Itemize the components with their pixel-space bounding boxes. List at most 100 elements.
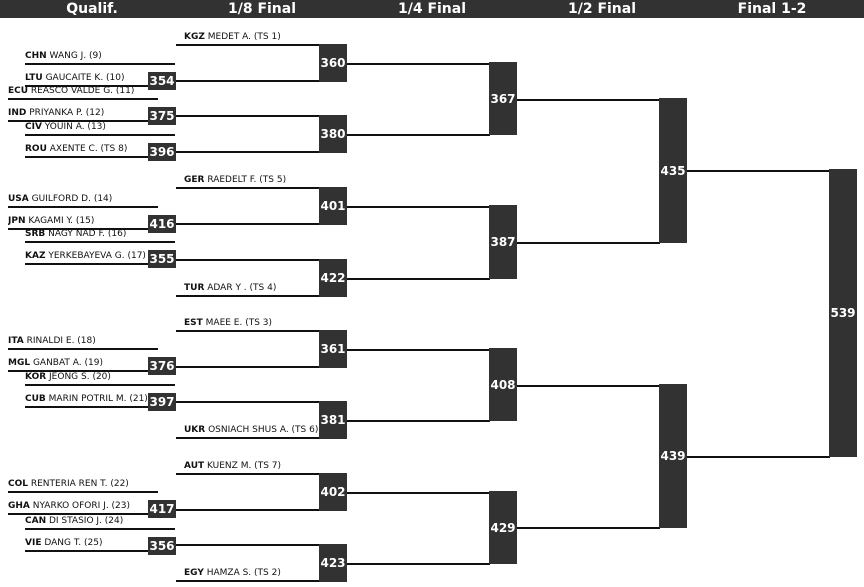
country-code: ROU <box>25 144 47 154</box>
qualif-score-box: 416 <box>148 215 176 233</box>
qualif-entry: GHA NYARKO OFORI J. (23) <box>8 501 133 512</box>
qualif-entry: MGL GANBAT A. (19) <box>8 358 133 369</box>
qualif-line <box>25 241 175 243</box>
country-code: VIE <box>25 538 42 548</box>
r16-line <box>176 437 346 439</box>
qualif-entry: CHN WANG J. (9) <box>25 51 165 62</box>
round-label-qf: 1/4 Final <box>397 1 467 17</box>
r16-line <box>176 473 346 475</box>
country-code: ITA <box>8 336 24 346</box>
athlete-name: MARIN POTRIL M. (21) <box>45 394 148 404</box>
athlete-name: ADAR Y . (TS 4) <box>204 283 277 293</box>
qualif-line <box>8 98 158 100</box>
qf-score-box: 408 <box>489 348 517 421</box>
qf-line <box>347 278 490 280</box>
athlete-name: HAMZA S. (TS 2) <box>203 568 281 578</box>
qualif-line <box>25 528 175 530</box>
country-code: LTU <box>25 73 43 83</box>
country-code: MGL <box>8 358 31 368</box>
athlete-name: JEONG S. (20) <box>46 372 111 382</box>
final-line <box>687 170 830 172</box>
athlete-name: RINALDI E. (18) <box>23 336 96 346</box>
qualif-line <box>8 348 158 350</box>
qualif-line <box>8 491 158 493</box>
r16-line <box>176 115 346 117</box>
athlete-name: DI STASIO J. (24) <box>46 516 124 526</box>
r16-entry: AUT KUENZ M. (TS 7) <box>184 461 324 472</box>
qualif-score-box: 397 <box>148 393 176 411</box>
athlete-name: MEDET A. (TS 1) <box>204 32 281 42</box>
athlete-name: GANBAT A. (19) <box>30 358 103 368</box>
qf-line <box>347 349 490 351</box>
country-code: EGY <box>184 568 204 578</box>
round-label-final: Final 1-2 <box>737 1 807 17</box>
qualif-line <box>25 156 175 158</box>
country-code: JPN <box>8 216 26 226</box>
qualif-entry: KAZ YERKEBAYEVA G. (17) <box>25 251 150 262</box>
qualif-line <box>8 228 158 230</box>
country-code: CIV <box>25 122 42 132</box>
qualif-entry: ROU AXENTE C. (TS 8) <box>25 144 150 155</box>
athlete-name: RAEDELT F. (TS 5) <box>204 175 287 185</box>
qualif-entry: VIE DANG T. (25) <box>25 538 150 549</box>
qualif-line <box>25 550 175 552</box>
qualif-entry: ECU REASCO VALDE G. (11) <box>8 86 148 97</box>
sf-score-box: 439 <box>659 384 687 528</box>
country-code: CHN <box>25 51 47 61</box>
country-code: USA <box>8 194 29 204</box>
sf-score-box: 435 <box>659 98 687 243</box>
round-header-bar: Qualif. 1/8 Final 1/4 Final 1/2 Final Fi… <box>0 0 864 18</box>
qualif-entry: COL RENTERIA REN T. (22) <box>8 479 148 490</box>
country-code: TUR <box>184 283 205 293</box>
country-code: KOR <box>25 372 47 382</box>
athlete-name: YERKEBAYEVA G. (17) <box>45 251 146 261</box>
country-code: UKR <box>184 425 206 435</box>
athlete-name: GUILFORD D. (14) <box>28 194 113 204</box>
qualif-line <box>8 513 158 515</box>
athlete-name: PRIYANKA P. (12) <box>26 108 105 118</box>
final-line <box>687 456 830 458</box>
athlete-name: OSNIACH SHUS A. (TS 6) <box>205 425 319 435</box>
qualif-entry: SRB NAGY NAD F. (16) <box>25 229 165 240</box>
qf-line <box>347 134 490 136</box>
athlete-name: KUENZ M. (TS 7) <box>204 461 282 471</box>
qualif-score-box: 417 <box>148 500 176 518</box>
r16-entry: UKR OSNIACH SHUS A. (TS 6) <box>184 425 324 436</box>
athlete-name: KAGAMI Y. (15) <box>25 216 95 226</box>
round-label-sf: 1/2 Final <box>567 1 637 17</box>
athlete-name: DANG T. (25) <box>41 538 103 548</box>
r16-score-box: 361 <box>319 330 347 368</box>
qualif-line <box>8 120 158 122</box>
athlete-name: REASCO VALDE G. (11) <box>28 86 135 96</box>
round-label-qualif: Qualif. <box>66 1 118 17</box>
qualif-score-box: 396 <box>148 143 176 161</box>
country-code: IND <box>8 108 27 118</box>
r16-line <box>176 151 346 153</box>
r16-entry: GER RAEDELT F. (TS 5) <box>184 175 324 186</box>
qualif-line <box>25 63 175 65</box>
country-code: ECU <box>8 86 29 96</box>
country-code: GER <box>184 175 205 185</box>
athlete-name: NAGY NAD F. (16) <box>45 229 127 239</box>
r16-score-box: 422 <box>319 259 347 297</box>
country-code: EST <box>184 318 203 328</box>
qualif-line <box>25 406 175 408</box>
athlete-name: RENTERIA REN T. (22) <box>28 479 129 489</box>
qualif-entry: IND PRIYANKA P. (12) <box>8 108 133 119</box>
final-score-box: 539 <box>829 169 857 457</box>
qualif-line <box>25 263 175 265</box>
qf-score-box: 367 <box>489 62 517 135</box>
athlete-name: AXENTE C. (TS 8) <box>46 144 128 154</box>
qf-line <box>347 420 490 422</box>
qualif-score-box: 376 <box>148 357 176 375</box>
country-code: AUT <box>184 461 205 471</box>
r16-score-box: 381 <box>319 401 347 439</box>
round-label-r16: 1/8 Final <box>227 1 297 17</box>
qualif-line <box>8 370 158 372</box>
country-code: COL <box>8 479 28 489</box>
qualif-line <box>25 85 175 87</box>
r16-line <box>176 580 346 582</box>
qualif-entry: CAN DI STASIO J. (24) <box>25 516 165 527</box>
qualif-score-box: 354 <box>148 72 176 90</box>
qf-line <box>347 206 490 208</box>
